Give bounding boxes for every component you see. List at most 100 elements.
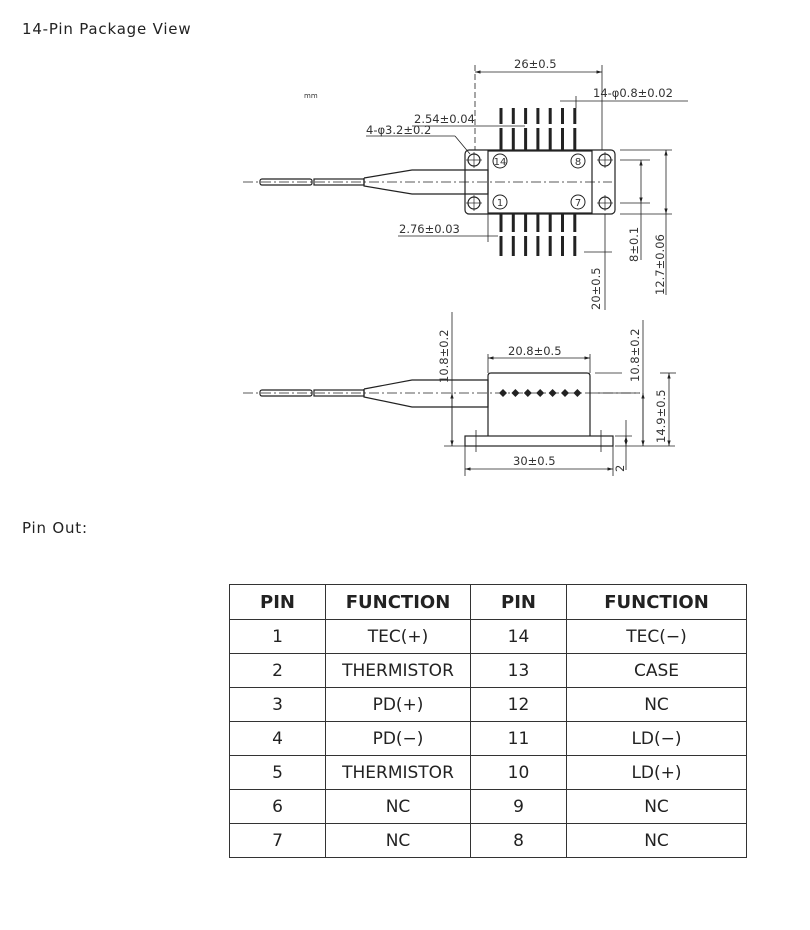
pin-number: 3 (229, 687, 326, 722)
side-body (487, 372, 591, 436)
pin-function: NC (566, 789, 747, 824)
lead-pin (511, 128, 515, 151)
table-row: 6 NC 9 NC (229, 789, 747, 824)
dim-mount-holes: 4-φ3.2±0.2 (366, 123, 431, 137)
dim-lead-length: 20±0.5 (589, 267, 603, 310)
table-row: 3 PD(+) 12 NC (229, 687, 747, 722)
lead-pin (548, 108, 552, 124)
pin-function: LD(−) (566, 721, 747, 756)
pin-number: 13 (470, 653, 567, 688)
pin-marker-7: 7 (575, 198, 581, 209)
lead-pin (561, 108, 564, 124)
side-pin (511, 389, 520, 397)
side-view (243, 312, 676, 476)
lead-pin (536, 236, 540, 256)
pin-function: PD(+) (325, 687, 471, 722)
lead-pin (524, 236, 528, 256)
dim-pin-pitch: 2.54±0.04 (414, 112, 475, 126)
side-pin (561, 389, 569, 397)
lead-pin (511, 108, 515, 124)
pin-function: NC (325, 789, 471, 824)
pin-function: THERMISTOR (325, 653, 471, 688)
pin-number: 10 (470, 755, 567, 790)
units-label: mm (304, 92, 318, 100)
pin-function: NC (325, 823, 471, 858)
table-row: 4 PD(−) 11 LD(−) (229, 721, 747, 756)
pin-function: CASE (566, 653, 747, 688)
lead-pin (511, 236, 515, 256)
top-view-labels: 26±0.5 14-φ0.8±0.02 2.54±0.04 4-φ3.2±0.2… (366, 57, 673, 310)
lead-pin (548, 128, 552, 151)
pin-function: NC (566, 823, 747, 858)
table-row: 7 NC 8 NC (229, 823, 747, 858)
package-view-heading: 14-Pin Package View (22, 20, 192, 38)
pin-number: 14 (470, 619, 567, 654)
lead-pin (499, 236, 503, 256)
dim-fiber-height-right: 10.8±0.2 (628, 328, 642, 382)
lead-pin (573, 128, 577, 151)
side-pin (499, 389, 507, 397)
pin-function: NC (566, 687, 747, 722)
lead-pin (548, 214, 552, 232)
lead-pin (561, 128, 564, 151)
lead-pin (573, 214, 577, 232)
lead-pin (536, 108, 540, 124)
pin-number: 8 (470, 823, 567, 858)
pin-function: PD(−) (325, 721, 471, 756)
header-pin: PIN (229, 584, 326, 620)
side-view-labels: 20.8±0.5 10.8±0.2 10.8±0.2 14.9±0.5 30±0… (437, 328, 668, 472)
pin-number: 11 (470, 721, 567, 756)
lead-pin (524, 214, 528, 232)
side-pin-row (499, 389, 582, 397)
side-dimension-lines (444, 312, 676, 476)
pin-out-table: PIN FUNCTION PIN FUNCTION 1 TEC(+) 14 TE… (229, 584, 747, 858)
pin-number: 9 (470, 789, 567, 824)
side-fiber-taper (363, 379, 489, 408)
lead-pin (499, 214, 503, 232)
lead-pin (524, 108, 528, 124)
lead-pin (499, 108, 503, 124)
top-view (243, 65, 688, 310)
table-row: 1 TEC(+) 14 TEC(−) (229, 619, 747, 654)
dim-overall-length: 26±0.5 (514, 57, 557, 71)
package-drawing: mm (243, 57, 688, 476)
dim-flange-thickness: 2 (613, 465, 627, 472)
pin-marker-8: 8 (575, 157, 581, 168)
side-pin (573, 389, 582, 397)
dim-flange-length: 30±0.5 (513, 454, 556, 468)
lead-pin (536, 128, 540, 151)
bottom-leads (499, 214, 577, 256)
fiber-boot (259, 178, 313, 186)
header-function: FUNCTION (325, 584, 471, 620)
dim-body-length: 20.8±0.5 (508, 344, 562, 358)
lead-pin (536, 214, 540, 232)
pin-function: LD(+) (566, 755, 747, 790)
pin-function: THERMISTOR (325, 755, 471, 790)
lead-pin (573, 108, 577, 124)
table-row: 2 THERMISTOR 13 CASE (229, 653, 747, 688)
pin-number: 2 (229, 653, 326, 688)
pin-number: 4 (229, 721, 326, 756)
dim-pin-offset: 2.76±0.03 (399, 222, 460, 236)
table-row: 5 THERMISTOR 10 LD(+) (229, 755, 747, 790)
lead-pin (561, 236, 564, 256)
top-dimension-lines (366, 65, 688, 310)
pin-marker-14: 14 (494, 157, 507, 168)
lead-pin (511, 214, 515, 232)
pin-function: TEC(+) (325, 619, 471, 654)
pin-number: 6 (229, 789, 326, 824)
pin-number: 7 (229, 823, 326, 858)
side-pin (523, 389, 532, 397)
lead-pin (573, 236, 577, 256)
lead-pin (561, 214, 564, 232)
pin-marker-1: 1 (497, 198, 503, 209)
dim-total-height: 14.9±0.5 (654, 389, 668, 443)
package-body (487, 150, 593, 214)
side-pin (536, 389, 545, 397)
side-flange (464, 435, 614, 447)
pin-function: TEC(−) (566, 619, 747, 654)
dim-pin-diameter: 14-φ0.8±0.02 (593, 86, 673, 100)
dim-body-width: 12.7±0.06 (653, 234, 667, 295)
top-leads (499, 108, 577, 151)
pin-number: 12 (470, 687, 567, 722)
